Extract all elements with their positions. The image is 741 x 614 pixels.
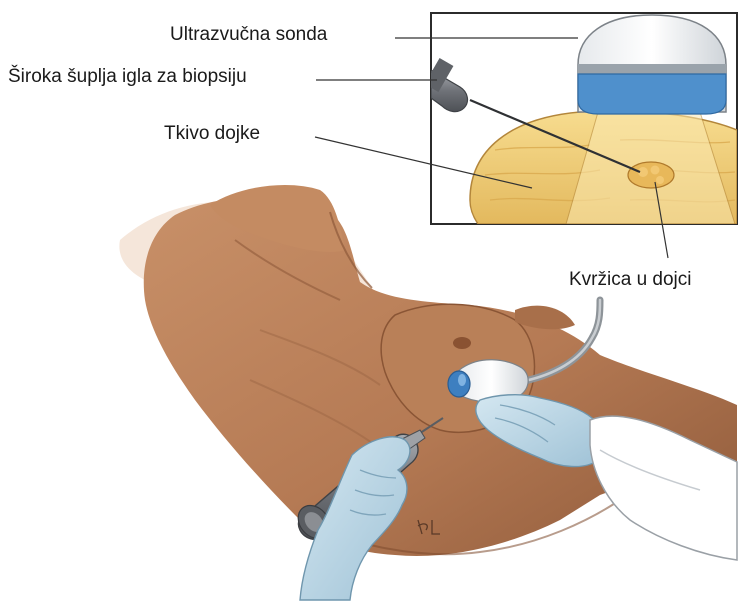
inset-probe-band [578, 64, 726, 74]
probe-tip [448, 371, 470, 397]
nipple [453, 337, 471, 349]
label-breast-tissue: Tkivo dojke [164, 123, 260, 145]
inset-lump [628, 162, 674, 188]
inset-panel [425, 13, 737, 224]
inset-probe-head [578, 74, 726, 114]
label-breast-lump: Kvržica u dojci [569, 269, 692, 291]
label-ultrasound-probe: Ultrazvučna sonda [170, 24, 327, 46]
label-biopsy-needle: Široka šuplja igla za biopsiju [8, 66, 247, 88]
